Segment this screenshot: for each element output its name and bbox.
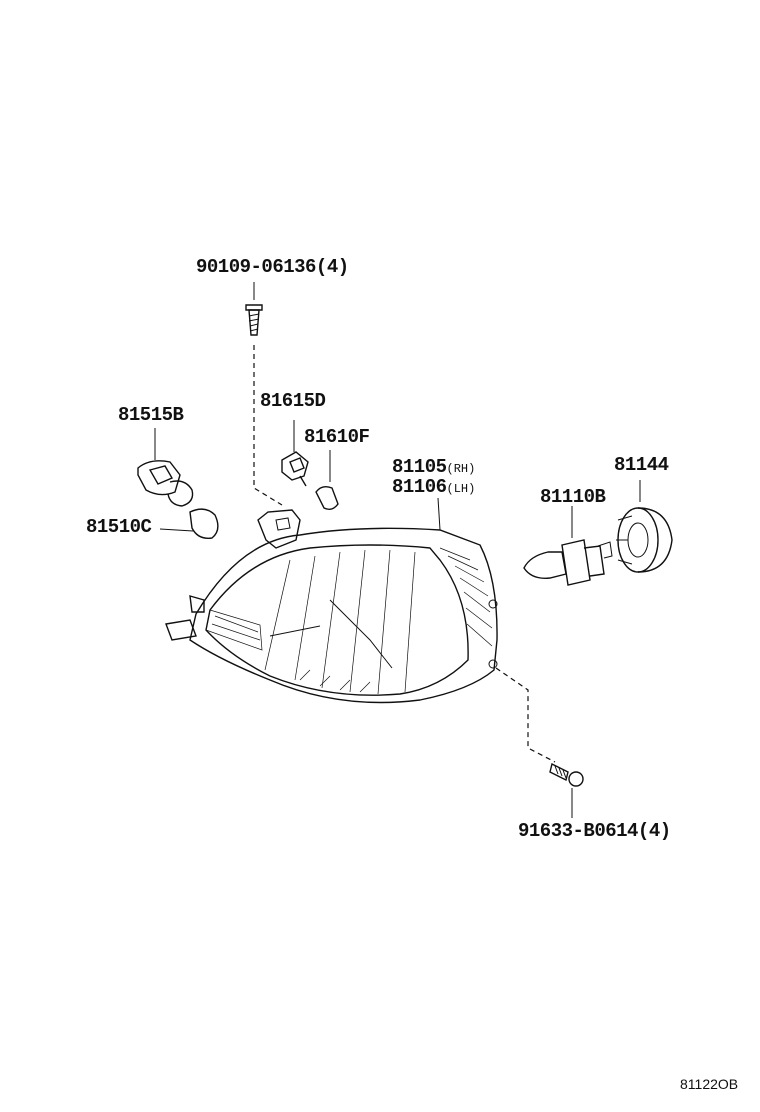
label-bulb-81510c: 81510C: [86, 516, 152, 538]
label-unit-lh: 81106(LH): [392, 476, 475, 498]
cover-81144-icon: [616, 480, 673, 573]
unit-rh-side: (RH): [446, 462, 476, 476]
unit-lh-side: (LH): [446, 482, 476, 496]
label-cover-81144: 81144: [614, 454, 669, 476]
label-screw-bottom: 91633-B0614(4): [518, 820, 671, 842]
label-socket-81515b: 81515B: [118, 404, 184, 426]
label-unit-rh: 81105(RH): [392, 456, 475, 478]
screw-bottom-icon: [549, 762, 584, 818]
label-bolt-top: 90109-06136(4): [196, 256, 349, 278]
figure-code: 81122OB: [680, 1076, 739, 1092]
unit-lh-number: 81106: [392, 476, 447, 498]
socket-81515b-icon: [137, 428, 194, 507]
label-socket-81615d: 81615D: [260, 390, 326, 412]
bulb-81610f-icon: [315, 450, 339, 511]
bulb-81110b-icon: [523, 506, 613, 586]
socket-81615d-icon: [281, 420, 309, 487]
label-bulb-81610f: 81610F: [304, 426, 370, 448]
headlamp-unit-icon: [165, 497, 498, 704]
label-bulb-81110b: 81110B: [540, 486, 606, 508]
bulb-81510c-icon: [159, 508, 219, 539]
bolt-top-icon: [245, 282, 263, 336]
unit-rh-number: 81105: [392, 456, 447, 478]
